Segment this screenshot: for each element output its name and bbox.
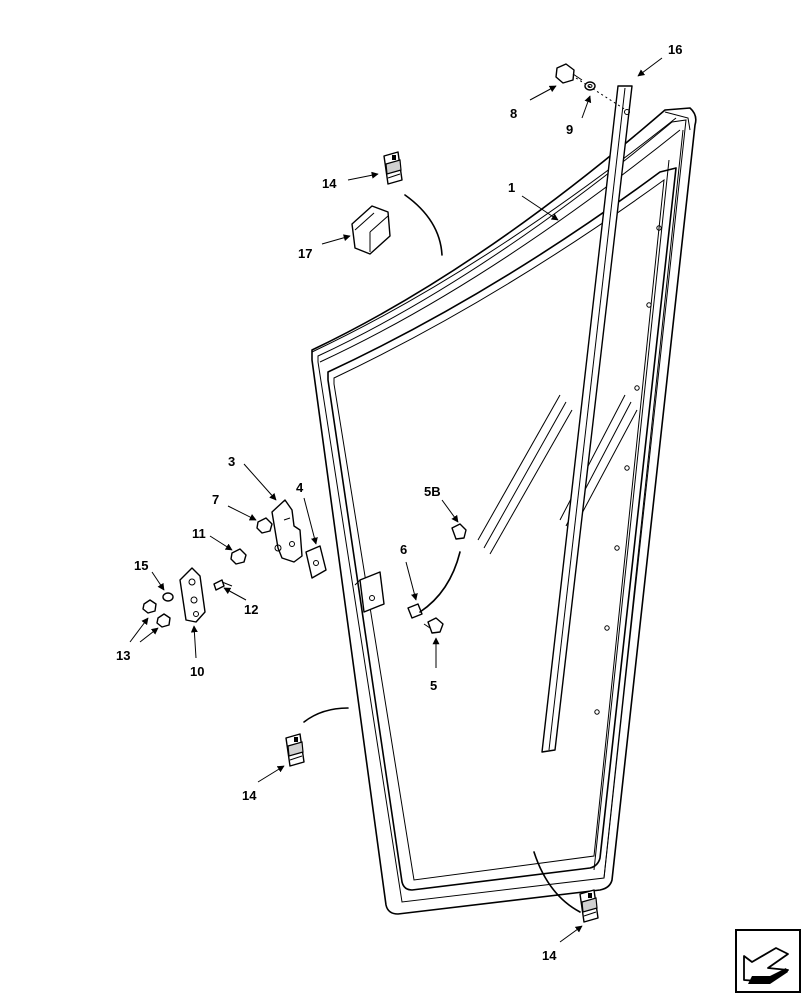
callout-7: 7 [212, 492, 219, 507]
callout-17: 17 [298, 246, 312, 261]
door-frame [311, 107, 697, 915]
forward-arrow-icon [735, 929, 801, 993]
callout-labels: 16 8 9 1 14 17 3 4 7 5B 11 6 15 12 13 10… [116, 42, 682, 963]
bolt-11 [230, 548, 247, 565]
latch-10 [179, 567, 206, 623]
callout-9: 9 [566, 122, 573, 137]
spacer-6 [407, 603, 423, 619]
callout-16: 16 [668, 42, 682, 57]
callout-14-middle: 14 [242, 788, 257, 803]
hinge-3 [271, 499, 303, 563]
callout-11: 11 [192, 526, 206, 541]
clip-14-bottom [579, 889, 599, 923]
bolt-8 [555, 63, 583, 84]
nut-13a [142, 599, 157, 614]
callout-13: 13 [116, 648, 130, 663]
callout-6: 6 [400, 542, 407, 557]
plate-4 [305, 545, 327, 579]
seal-strip [541, 85, 633, 753]
callout-12: 12 [244, 602, 258, 617]
screw-5 [423, 617, 444, 634]
callout-14-bottom: 14 [542, 948, 557, 963]
part-17 [351, 205, 391, 255]
bolt-7 [256, 517, 273, 534]
part-5b [451, 523, 467, 540]
callout-5: 5 [430, 678, 437, 693]
nut-13b [156, 613, 171, 628]
callout-1: 1 [508, 180, 515, 195]
leader-arrows [129, 57, 663, 943]
clip-14-middle [285, 733, 305, 767]
callout-5b: 5B [424, 484, 441, 499]
callout-15: 15 [134, 558, 148, 573]
callout-8: 8 [510, 106, 517, 121]
callout-14-top: 14 [322, 176, 337, 191]
clip-14-top [383, 151, 403, 185]
callout-4: 4 [296, 480, 304, 495]
callout-10: 10 [190, 664, 204, 679]
callout-3: 3 [228, 454, 235, 469]
screw-12 [213, 579, 233, 591]
nut-15 [162, 592, 174, 602]
